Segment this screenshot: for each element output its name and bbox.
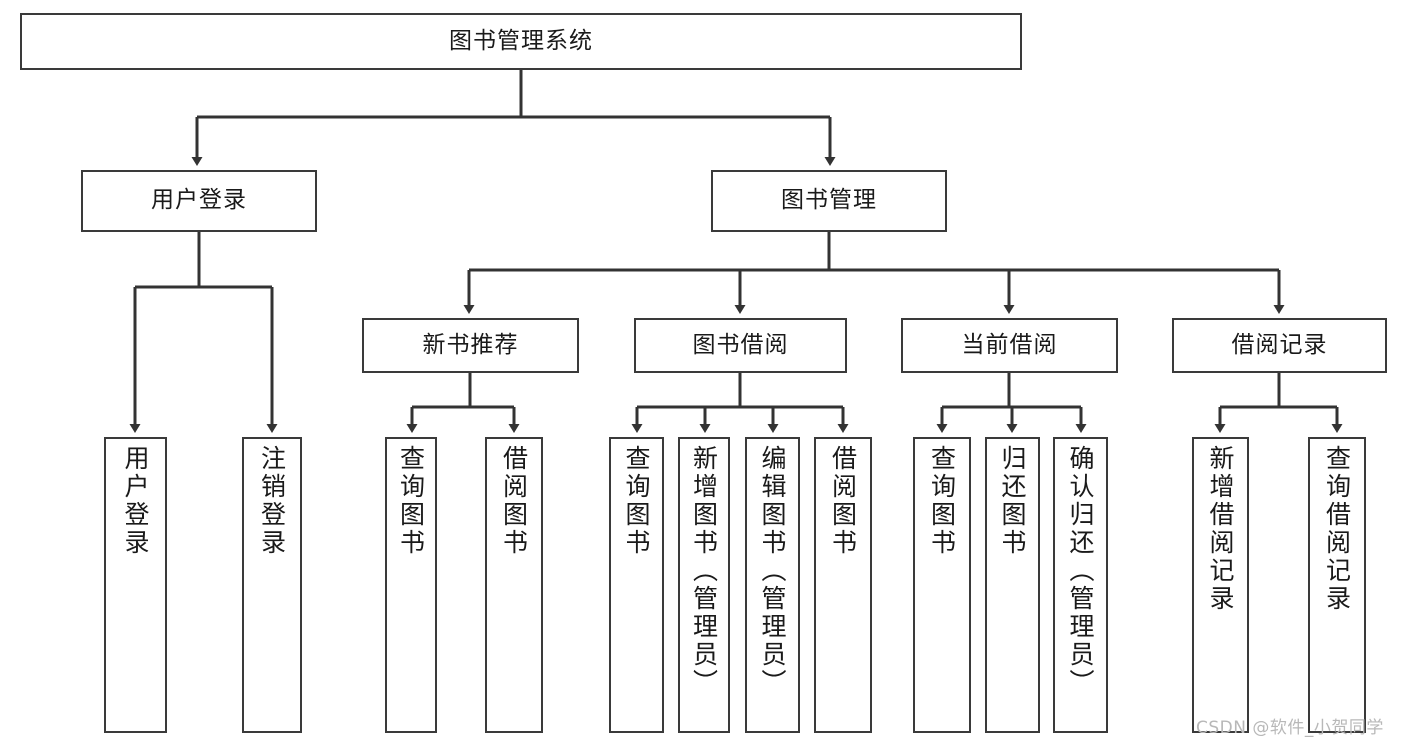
node-leaf-query-book-bb[interactable]: 查询图书 <box>609 437 664 733</box>
node-leaf-label: 新增图书（管理员） <box>689 445 719 697</box>
csdn-watermark: CSDN @软件_小贺同学 <box>1196 718 1384 738</box>
node-leaf-label: 用户登录 <box>121 445 150 557</box>
node-new-book-recommend[interactable]: 新书推荐 <box>362 318 579 373</box>
node-leaf-edit-book-admin[interactable]: 编辑图书（管理员） <box>745 437 800 733</box>
node-leaf-logout[interactable]: 注销登录 <box>242 437 302 733</box>
node-book-management[interactable]: 图书管理 <box>711 170 947 232</box>
node-leaf-query-book-cb[interactable]: 查询图书 <box>913 437 971 733</box>
node-leaf-query-book-nb[interactable]: 查询图书 <box>385 437 437 733</box>
node-new-book-recommend-label: 新书推荐 <box>422 331 519 358</box>
node-leaf-label: 查询图书 <box>396 445 426 557</box>
node-leaf-add-book-admin[interactable]: 新增图书（管理员） <box>678 437 730 733</box>
node-book-management-label: 图书管理 <box>781 187 877 214</box>
node-leaf-label: 编辑图书（管理员） <box>758 445 787 697</box>
node-root[interactable]: 图书管理系统 <box>20 13 1022 70</box>
node-leaf-label: 查询图书 <box>622 445 651 557</box>
node-leaf-label: 借阅图书 <box>499 445 529 557</box>
node-book-borrow[interactable]: 图书借阅 <box>634 318 847 373</box>
node-leaf-borrow-book-nb[interactable]: 借阅图书 <box>485 437 543 733</box>
node-root-label: 图书管理系统 <box>449 27 593 54</box>
node-user-login-label: 用户登录 <box>151 187 247 214</box>
node-leaf-add-borrow-record[interactable]: 新增借阅记录 <box>1192 437 1249 733</box>
node-current-borrow[interactable]: 当前借阅 <box>901 318 1118 373</box>
node-leaf-label: 查询借阅记录 <box>1322 445 1352 613</box>
node-leaf-borrow-book-bb[interactable]: 借阅图书 <box>814 437 872 733</box>
node-user-login[interactable]: 用户登录 <box>81 170 317 232</box>
node-book-borrow-label: 图书借阅 <box>692 331 789 358</box>
node-borrow-record[interactable]: 借阅记录 <box>1172 318 1387 373</box>
node-leaf-label: 新增借阅记录 <box>1206 445 1235 613</box>
node-leaf-user-login[interactable]: 用户登录 <box>104 437 167 733</box>
node-leaf-return-book[interactable]: 归还图书 <box>985 437 1040 733</box>
node-leaf-query-borrow-record[interactable]: 查询借阅记录 <box>1308 437 1366 733</box>
node-leaf-label: 归还图书 <box>998 445 1027 557</box>
node-current-borrow-label: 当前借阅 <box>961 331 1058 358</box>
node-borrow-record-label: 借阅记录 <box>1231 331 1328 358</box>
node-leaf-confirm-return-admin[interactable]: 确认归还（管理员） <box>1053 437 1108 733</box>
node-leaf-label: 查询图书 <box>927 445 957 557</box>
node-leaf-label: 确认归还（管理员） <box>1066 445 1095 697</box>
node-leaf-label: 借阅图书 <box>828 445 858 557</box>
node-leaf-label: 注销登录 <box>257 445 287 557</box>
